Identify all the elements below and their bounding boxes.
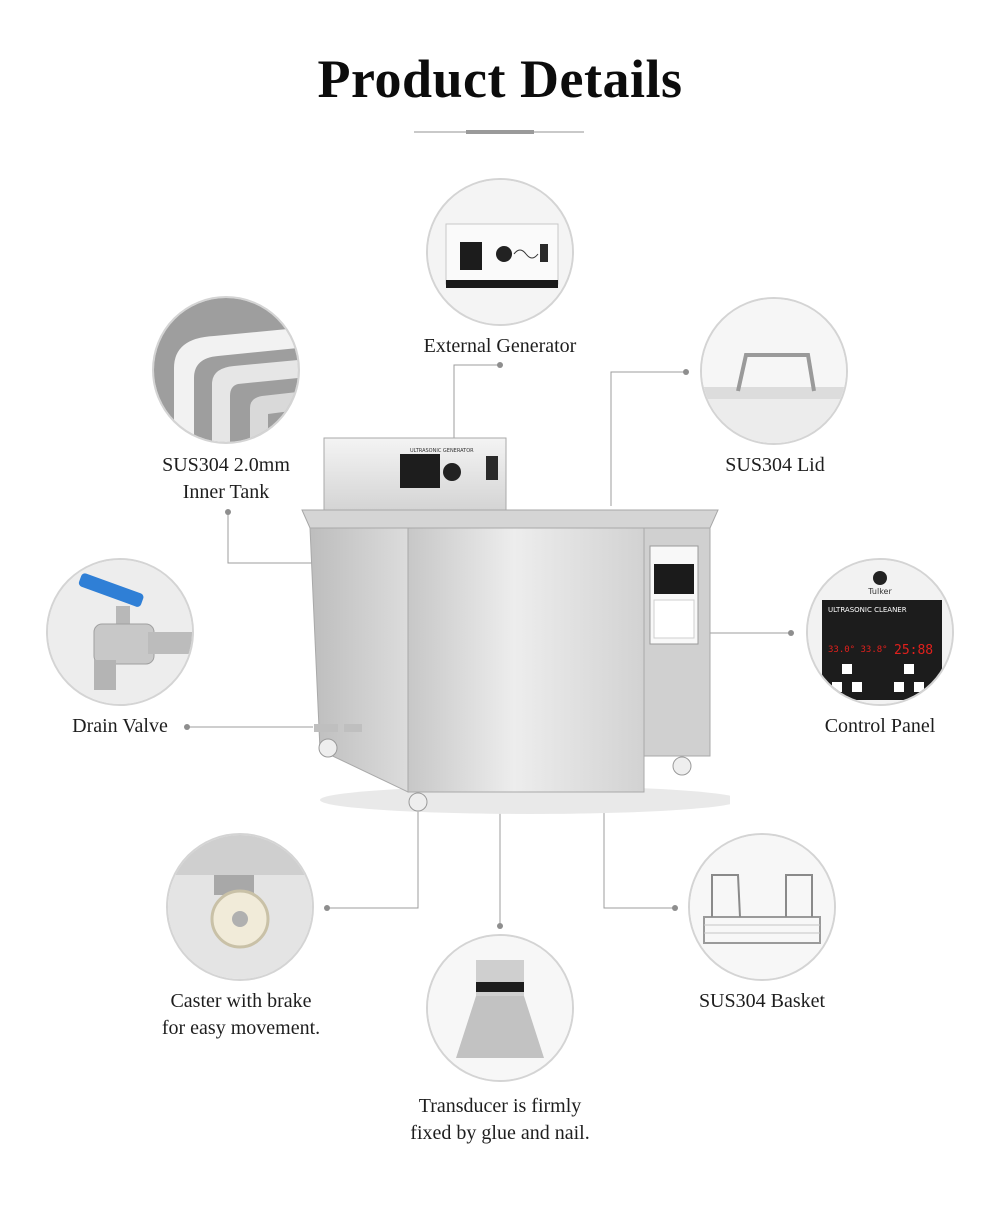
- line-lid: [610, 371, 686, 506]
- panel-brand: Tulker: [867, 587, 892, 596]
- panel-title: ULTRASONIC CLEANER: [828, 606, 907, 614]
- caster-label-line1: Caster with brake: [170, 990, 312, 1012]
- basket-illustration: [690, 835, 834, 979]
- title-divider-accent: [466, 130, 534, 134]
- external-generator-label: External Generator: [423, 335, 577, 357]
- inner-tank-label-line2: Inner Tank: [182, 481, 270, 503]
- drain-valve-thumbnail: [46, 558, 194, 706]
- generator-text: ULTRASONIC GENERATOR: [410, 448, 474, 454]
- control-panel-thumbnail: Tulker ULTRASONIC CLEANER 33.0° 33.8° 25…: [806, 558, 954, 706]
- control-panel-label: Control Panel: [824, 715, 936, 737]
- basket-thumbnail: [688, 833, 836, 981]
- lid-illustration: [702, 299, 846, 443]
- inner-tank-illustration: [154, 298, 298, 442]
- caster-illustration: [168, 835, 312, 979]
- lid-label: SUS304 Lid: [725, 454, 825, 476]
- line-generator: [453, 364, 500, 470]
- control-panel-illustration: Tulker ULTRASONIC CLEANER 33.0° 33.8° 25…: [808, 560, 952, 704]
- transducer-label-line1: Transducer is firmly: [418, 1095, 582, 1117]
- caster-thumbnail: [166, 833, 314, 981]
- lid-thumbnail: [700, 297, 848, 445]
- transducer-thumbnail: [426, 934, 574, 1082]
- transducer-label: Transducer is firmly fixed by glue and n…: [370, 1093, 630, 1147]
- external-generator-thumbnail: [426, 178, 574, 326]
- transducer-label-line2: fixed by glue and nail.: [410, 1122, 590, 1144]
- drain-valve-label: Drain Valve: [72, 715, 168, 737]
- page-title: Product Details: [317, 49, 683, 109]
- panel-readout-right: 25:88: [894, 643, 933, 658]
- inner-tank-label-line1: SUS304 2.0mm: [162, 454, 290, 476]
- inner-tank-label: SUS304 2.0mm Inner Tank: [110, 452, 342, 506]
- ultrasonic-cleaner-machine: ULTRASONIC GENERATOR: [301, 437, 730, 814]
- basket-label: SUS304 Basket: [698, 990, 826, 1012]
- line-caster: [327, 806, 419, 909]
- generator-illustration: [428, 180, 572, 324]
- transducer-illustration: [428, 936, 572, 1080]
- caster-label-line2: for easy movement.: [161, 1017, 321, 1039]
- drain-valve-illustration: [48, 560, 192, 704]
- caster-label: Caster with brake for easy movement.: [130, 988, 352, 1042]
- inner-tank-thumbnail: [152, 296, 300, 444]
- panel-readout-left: 33.0° 33.8°: [828, 645, 888, 655]
